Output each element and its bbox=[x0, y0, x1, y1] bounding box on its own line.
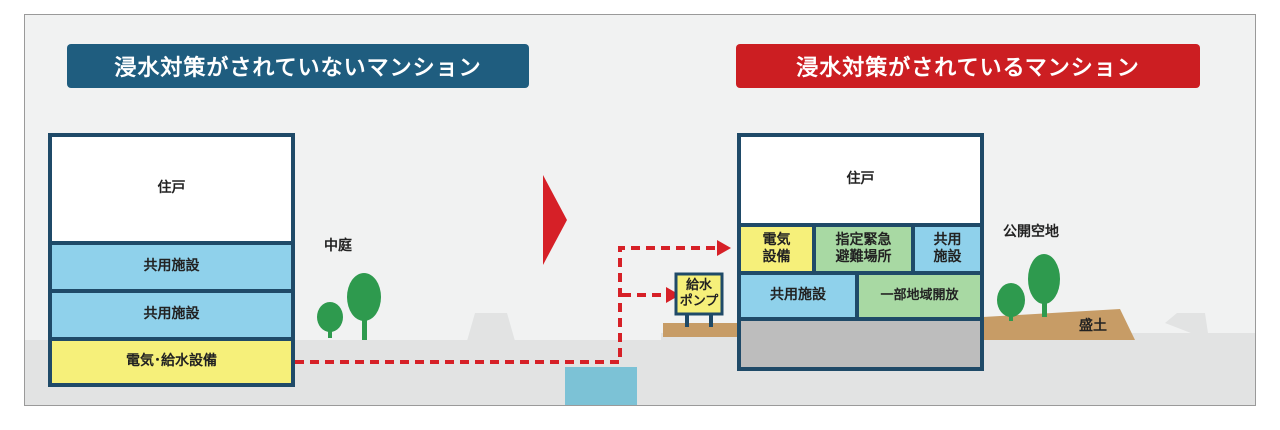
left-ground-floor-label: 電気･給水設備 bbox=[126, 353, 217, 370]
embankment-label: 盛土 bbox=[1079, 318, 1107, 335]
left-residence-label: 住戸 bbox=[157, 180, 186, 197]
right-shared-top-line2: 施設 bbox=[933, 249, 962, 265]
left-building bbox=[48, 133, 295, 387]
public-space-trees bbox=[997, 254, 1060, 321]
left-ground-floor bbox=[48, 337, 295, 387]
right-shared-top-line1: 共用 bbox=[933, 231, 962, 248]
right-residence-label: 住戸 bbox=[846, 171, 875, 188]
right-basement bbox=[737, 317, 984, 371]
unprotected-mansion-banner: 浸水対策がされていないマンション bbox=[67, 44, 529, 88]
right-building bbox=[737, 133, 984, 371]
right-shared-top-label: 共用 施設 bbox=[915, 227, 980, 271]
right-electrical-label: 電気 設備 bbox=[741, 227, 812, 271]
rock-left bbox=[467, 313, 515, 341]
pump-label-line2: ポンプ bbox=[679, 294, 719, 309]
water-pump bbox=[674, 272, 724, 327]
left-floor-2 bbox=[48, 241, 295, 293]
right-evacuation-line2: 避難場所 bbox=[835, 249, 892, 265]
diagram-artwork bbox=[25, 133, 1255, 405]
pump-box bbox=[674, 272, 724, 316]
pump-label: 給水 ポンプ bbox=[677, 275, 721, 313]
transition-arrow bbox=[543, 175, 567, 265]
right-electrical bbox=[737, 223, 816, 275]
water-left-gap bbox=[565, 367, 637, 405]
pump-leg-right bbox=[709, 313, 713, 327]
right-shared-bottom-label: 共用施設 bbox=[770, 287, 826, 304]
right-electrical-line1: 電気 bbox=[762, 231, 791, 248]
supply-line-main bbox=[295, 246, 718, 364]
left-floor-1 bbox=[48, 289, 295, 341]
pump-label-line1: 給水 bbox=[685, 277, 712, 293]
right-residence bbox=[737, 133, 984, 227]
supply-arrowhead-pump bbox=[666, 287, 680, 303]
right-evacuation-line1: 指定緊急 bbox=[835, 231, 892, 248]
right-evacuation-label: 指定緊急 避難場所 bbox=[816, 227, 911, 271]
left-floor-1-label: 共用施設 bbox=[143, 306, 200, 323]
pump-leg-left bbox=[685, 313, 689, 327]
supply-lines bbox=[295, 246, 718, 364]
pump-platform bbox=[663, 323, 743, 337]
supply-arrowhead-main bbox=[717, 240, 731, 256]
right-electrical-line2: 設備 bbox=[762, 249, 791, 265]
protected-mansion-banner: 浸水対策がされているマンション bbox=[736, 44, 1200, 88]
courtyard-label: 中庭 bbox=[324, 238, 352, 255]
public-space-label: 公開空地 bbox=[1003, 224, 1059, 241]
courtyard-trees bbox=[317, 273, 381, 340]
diagram-frame: 浸水対策がされていないマンション 浸水対策がされているマンション 住戸 共用施設… bbox=[24, 14, 1256, 406]
embankment bbox=[983, 309, 1135, 340]
left-floor-2-label: 共用施設 bbox=[143, 258, 200, 275]
right-community-label: 一部地域開放 bbox=[880, 287, 959, 303]
